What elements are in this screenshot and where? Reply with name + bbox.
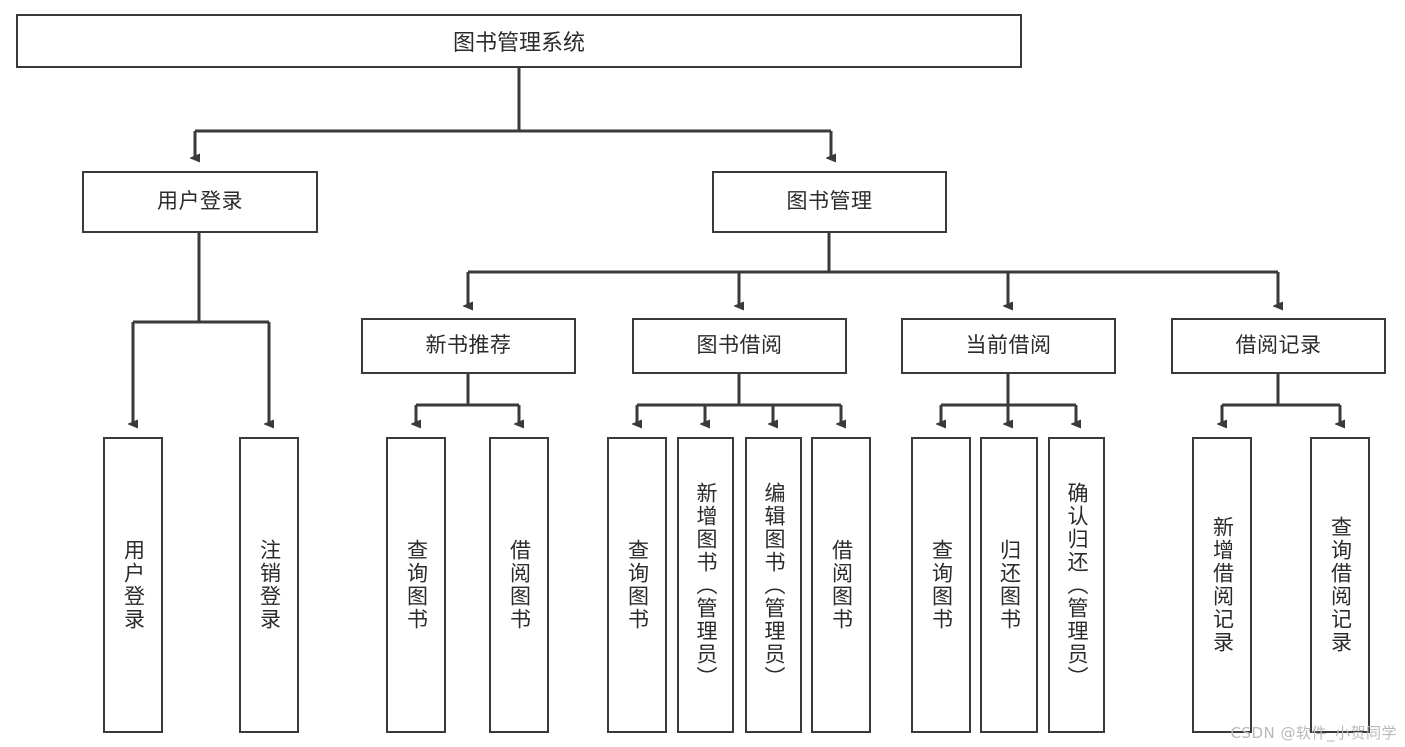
node-query-book-1-label: 查询图书 — [404, 539, 429, 631]
node-logout-leaf[interactable]: 注销登录 — [239, 437, 299, 733]
node-current-borrow[interactable]: 当前借阅 — [901, 318, 1116, 374]
node-query-borrow-record[interactable]: 查询借阅记录 — [1310, 437, 1370, 733]
node-user-login-leaf[interactable]: 用户登录 — [103, 437, 163, 733]
node-add-borrow-record-label: 新增借阅记录 — [1210, 516, 1235, 654]
node-confirm-return[interactable]: 确认归还（管理员） — [1048, 437, 1105, 733]
node-user-login-label: 用户登录 — [157, 189, 243, 214]
node-query-borrow-record-label: 查询借阅记录 — [1328, 516, 1353, 654]
node-borrow-record[interactable]: 借阅记录 — [1171, 318, 1386, 374]
node-return-book[interactable]: 归还图书 — [980, 437, 1038, 733]
node-logout-leaf-label: 注销登录 — [257, 539, 282, 631]
node-edit-book-label: 编辑图书（管理员） — [761, 481, 786, 689]
node-add-borrow-record[interactable]: 新增借阅记录 — [1192, 437, 1252, 733]
node-return-book-label: 归还图书 — [997, 539, 1022, 631]
node-book-borrow[interactable]: 图书借阅 — [632, 318, 847, 374]
node-query-book-3[interactable]: 查询图书 — [911, 437, 971, 733]
node-user-login[interactable]: 用户登录 — [82, 171, 318, 233]
node-query-book-1[interactable]: 查询图书 — [386, 437, 446, 733]
node-edit-book[interactable]: 编辑图书（管理员） — [745, 437, 802, 733]
node-confirm-return-label: 确认归还（管理员） — [1064, 481, 1089, 689]
node-add-book[interactable]: 新增图书（管理员） — [677, 437, 734, 733]
node-borrow-book-1-label: 借阅图书 — [507, 539, 532, 631]
watermark-text: CSDN @软件_小贺同学 — [1230, 724, 1397, 742]
node-book-borrow-label: 图书借阅 — [696, 333, 783, 358]
node-root[interactable]: 图书管理系统 — [16, 14, 1022, 68]
node-book-manage-label: 图书管理 — [786, 189, 873, 214]
node-query-book-2-label: 查询图书 — [625, 539, 650, 631]
node-new-book-recommend[interactable]: 新书推荐 — [361, 318, 576, 374]
node-borrow-book-2[interactable]: 借阅图书 — [811, 437, 871, 733]
node-root-label: 图书管理系统 — [452, 31, 585, 56]
node-current-borrow-label: 当前借阅 — [965, 333, 1052, 358]
node-borrow-book-2-label: 借阅图书 — [829, 539, 854, 631]
node-add-book-label: 新增图书（管理员） — [693, 481, 718, 689]
node-borrow-book-1[interactable]: 借阅图书 — [489, 437, 549, 733]
node-new-book-recommend-label: 新书推荐 — [425, 333, 512, 358]
node-query-book-2[interactable]: 查询图书 — [607, 437, 667, 733]
node-user-login-leaf-label: 用户登录 — [121, 539, 146, 631]
node-borrow-record-label: 借阅记录 — [1235, 333, 1322, 358]
node-book-manage[interactable]: 图书管理 — [712, 171, 947, 233]
node-query-book-3-label: 查询图书 — [929, 539, 954, 631]
